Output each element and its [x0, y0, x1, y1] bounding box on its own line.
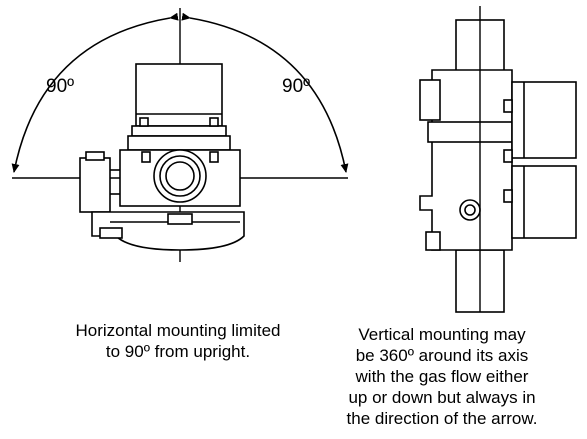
right-arc-arrow: [181, 12, 349, 173]
horizontal-mounting-caption: Horizontal mounting limited to 90º from …: [18, 320, 338, 362]
vertical-mounting-figure: [419, 6, 577, 313]
pipe-opening: [153, 149, 207, 203]
horizontal-mounting-figure: [11, 8, 349, 262]
actuator-lower-side: [511, 165, 577, 239]
caption-line: to 90º from upright.: [105, 342, 251, 361]
left-arc-arrow: [11, 12, 179, 173]
angle-label-left: 90º: [46, 76, 75, 97]
caption-line: up or down but always in: [348, 388, 536, 407]
caption-line: the direction of the arrow.: [346, 409, 538, 428]
actuator-housing: [135, 63, 223, 127]
vertical-mounting-caption: Vertical mounting may be 360º around its…: [292, 324, 587, 429]
actuator-housing-side: [511, 81, 577, 159]
caption-line: be 360º around its axis: [355, 346, 529, 365]
caption-line: Vertical mounting may: [358, 325, 526, 344]
angle-label-right: 90º: [282, 76, 311, 97]
caption-line: with the gas flow either: [355, 367, 529, 386]
side-regulator: [79, 157, 111, 213]
caption-line: Horizontal mounting limited: [75, 321, 281, 340]
